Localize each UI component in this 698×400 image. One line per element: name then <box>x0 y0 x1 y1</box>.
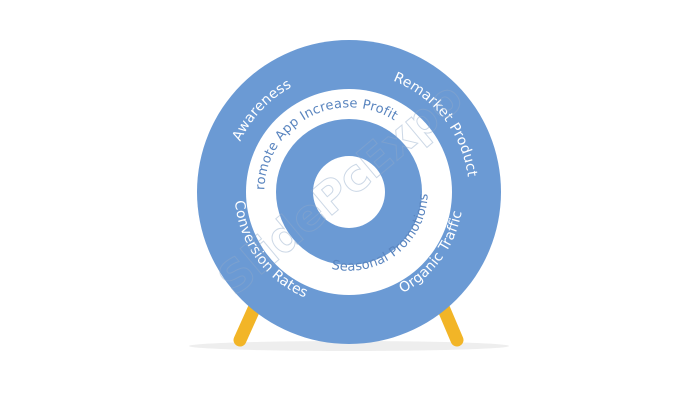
ground-shadow <box>189 341 509 351</box>
bullseye-center <box>313 156 385 228</box>
